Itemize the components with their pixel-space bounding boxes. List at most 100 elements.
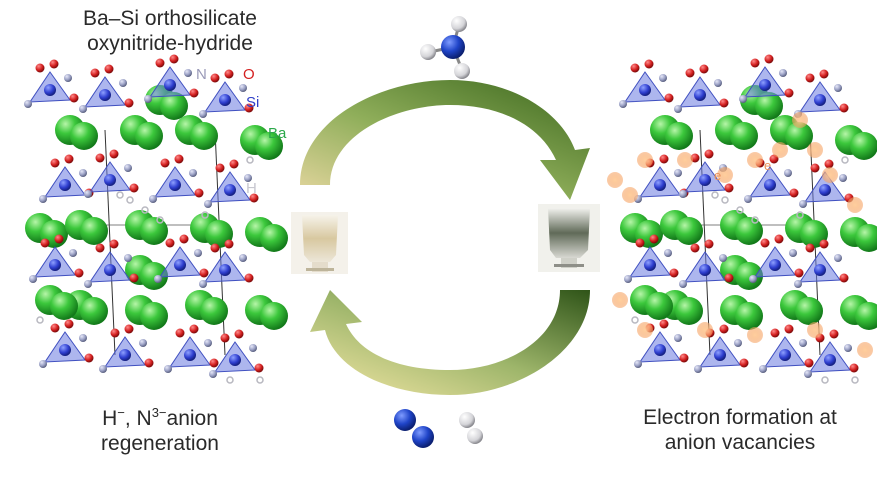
o-atom [724, 183, 734, 193]
electron-formation-label: Electron formation at anion vacancies [610, 405, 870, 455]
electron-label-1: e [714, 168, 722, 183]
si-atom [59, 179, 71, 191]
n-atom [634, 360, 642, 368]
electron-label-2: e [764, 158, 772, 173]
o-atom [685, 68, 695, 78]
h-atom [736, 206, 744, 214]
o-atom [155, 58, 165, 68]
electron-cloud [807, 322, 823, 338]
o-atom [215, 163, 225, 173]
electron-cloud [807, 142, 823, 158]
n-atom [184, 69, 192, 77]
ba-atom [160, 92, 188, 120]
ba-atom [645, 292, 673, 320]
o-atom [95, 153, 105, 163]
ba-atom [755, 92, 783, 120]
si-atom [184, 349, 196, 361]
o-atom [679, 353, 689, 363]
electron-cloud [607, 172, 623, 188]
o-atom [160, 158, 170, 168]
si-atom [44, 84, 56, 96]
h-atom [751, 216, 759, 224]
o-atom [234, 329, 244, 339]
legend-h: H [246, 180, 257, 197]
n-atom [659, 74, 667, 82]
o-atom [839, 103, 849, 113]
h-atom [246, 156, 254, 164]
n-atom [674, 105, 682, 113]
n-atom [719, 254, 727, 262]
hydrogen-molecule [459, 412, 483, 444]
o-atom [35, 63, 45, 73]
o-atom [770, 328, 780, 338]
o-atom [784, 324, 794, 334]
si-atom [224, 184, 236, 196]
o-atom [249, 193, 259, 203]
o-atom [110, 328, 120, 338]
n-atom [24, 100, 32, 108]
o-atom [49, 59, 59, 69]
n-atom [679, 190, 687, 198]
n-atom [799, 200, 807, 208]
n-atom [79, 105, 87, 113]
n-atom [249, 344, 257, 352]
electron-cloud [822, 167, 838, 183]
n-atom [744, 195, 752, 203]
n-atom [99, 365, 107, 373]
n-atom [664, 249, 672, 257]
n-atom [204, 339, 212, 347]
ba-atom [140, 217, 168, 245]
n-atom [209, 370, 217, 378]
title-line-2: oxynitride-hydride [87, 32, 253, 55]
o-atom [64, 319, 74, 329]
o-atom [849, 363, 859, 373]
nitrogen-molecule [394, 409, 434, 448]
si-atom [769, 259, 781, 271]
regeneration-line-2: regeneration [101, 432, 219, 455]
o-atom [630, 63, 640, 73]
n-atom [789, 249, 797, 257]
n-atom [79, 334, 87, 342]
o-atom [804, 358, 814, 368]
o-atom [824, 159, 834, 169]
si-atom [99, 89, 111, 101]
n-atom [784, 169, 792, 177]
o-atom [739, 358, 749, 368]
ba-atom [675, 297, 703, 325]
electron-cloud [637, 152, 653, 168]
si-atom [779, 349, 791, 361]
si-atom [814, 264, 826, 276]
h-atom [226, 376, 234, 384]
n-atom [674, 334, 682, 342]
o-atom [95, 243, 105, 253]
h-atom [256, 376, 264, 384]
legend-ba: Ba [268, 125, 287, 142]
n-atom [39, 360, 47, 368]
o-atom [209, 358, 219, 368]
o-atom [805, 243, 815, 253]
h-atom [841, 156, 849, 164]
n-atom [204, 200, 212, 208]
o-atom [64, 154, 74, 164]
n-atom [144, 95, 152, 103]
si-atom [694, 89, 706, 101]
n-atom [799, 339, 807, 347]
n-atom [39, 195, 47, 203]
ba-atom [730, 122, 758, 150]
si-atom [169, 179, 181, 191]
si-atom [699, 264, 711, 276]
o-atom [90, 68, 100, 78]
o-atom [719, 98, 729, 108]
electron-cloud [697, 322, 713, 338]
h-atom [156, 216, 164, 224]
ba-atom [735, 217, 763, 245]
o-atom [50, 158, 60, 168]
si-atom [814, 94, 826, 106]
si-atom [219, 94, 231, 106]
ba-atom [260, 224, 288, 252]
o-atom [104, 64, 114, 74]
o-atom [54, 234, 64, 244]
h-atom [201, 211, 209, 219]
h-atom [631, 316, 639, 324]
o-atom [175, 328, 185, 338]
